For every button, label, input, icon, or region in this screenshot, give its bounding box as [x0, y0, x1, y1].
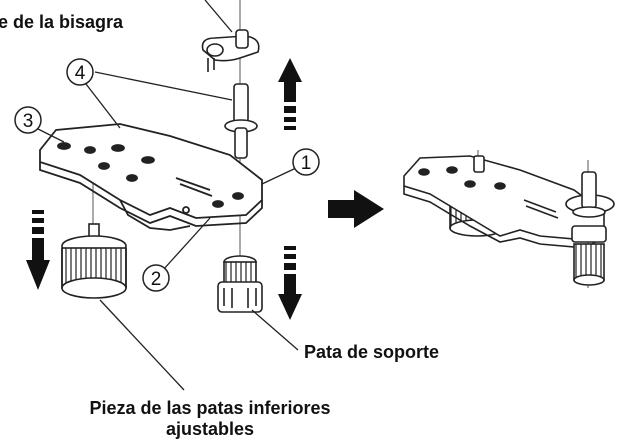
foot-leader-line	[99, 299, 185, 391]
adjustable-foot-label-line-2: ajustables	[165, 419, 255, 439]
callout-2: 2	[142, 217, 211, 292]
assembly-right-arrow	[328, 190, 384, 228]
adjustable-foot-label-line-1: Pieza de las patas inferiores	[89, 398, 331, 418]
hinge-top-part	[201, 29, 260, 72]
callout-3: 3	[14, 106, 65, 143]
svg-text:3: 3	[23, 111, 34, 132]
callout-4: 4	[66, 58, 121, 129]
hinge-label: e de la bisagra	[0, 12, 124, 32]
svg-text:4: 4	[75, 63, 86, 84]
svg-text:2: 2	[151, 269, 162, 290]
down-arrow-right	[278, 246, 302, 320]
support-leg-label: Pata de soporte	[304, 342, 440, 362]
support-leg	[217, 255, 263, 313]
assembled-hinge-view	[403, 150, 615, 288]
adjustable-foot-label: Pieza de las patas inferiores ajustables	[60, 398, 360, 440]
up-arrow	[278, 58, 302, 130]
svg-text:1: 1	[301, 153, 312, 174]
hinge-leader-line	[204, 0, 233, 33]
support-leader-line	[251, 309, 299, 351]
down-arrow-left	[26, 210, 50, 290]
adjustable-foot	[61, 223, 127, 299]
callout-1: 1	[261, 148, 320, 185]
base-plate	[39, 123, 263, 231]
hinge-pin	[224, 83, 258, 159]
